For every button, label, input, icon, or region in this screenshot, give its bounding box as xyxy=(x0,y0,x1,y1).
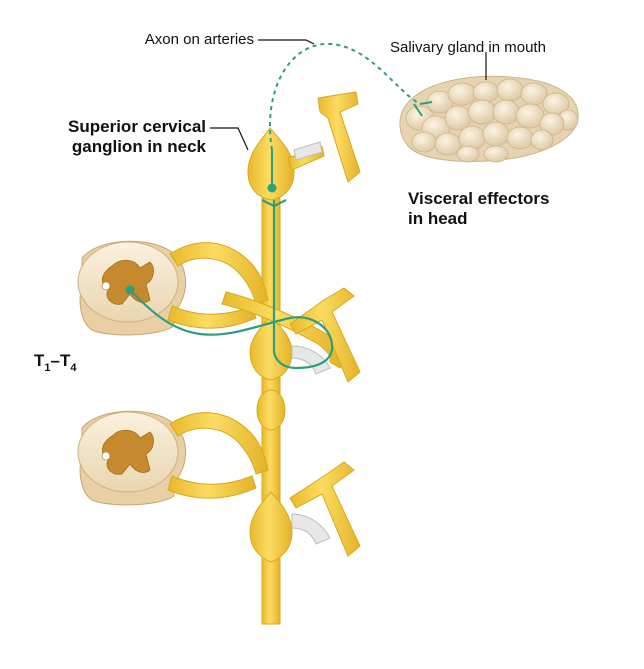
label-visceral-effectors-line2: in head xyxy=(408,209,468,228)
postganglionic-neuron xyxy=(267,42,433,193)
label-visceral-effectors-line1: Visceral effectors xyxy=(408,189,549,208)
label-spinal-levels: T1–T4 xyxy=(34,351,77,374)
leader-lines xyxy=(210,39,487,151)
label-salivary-gland: Salivary gland in mouth xyxy=(390,39,546,56)
preganglionic-neuron xyxy=(125,199,334,370)
spinal-cord-segment-lower xyxy=(77,410,187,506)
leader-axon-arteries xyxy=(258,39,315,45)
salivary-gland xyxy=(399,75,579,163)
gray-rami xyxy=(291,141,331,545)
label-superior-ganglion-line1: Superior cervical xyxy=(68,117,206,136)
leader-superior-ganglion xyxy=(210,127,249,151)
label-axon-on-arteries: Axon on arteries xyxy=(145,31,254,48)
sympathetic-trunk xyxy=(167,91,361,625)
label-superior-ganglion-line2: ganglion in neck xyxy=(72,137,207,156)
